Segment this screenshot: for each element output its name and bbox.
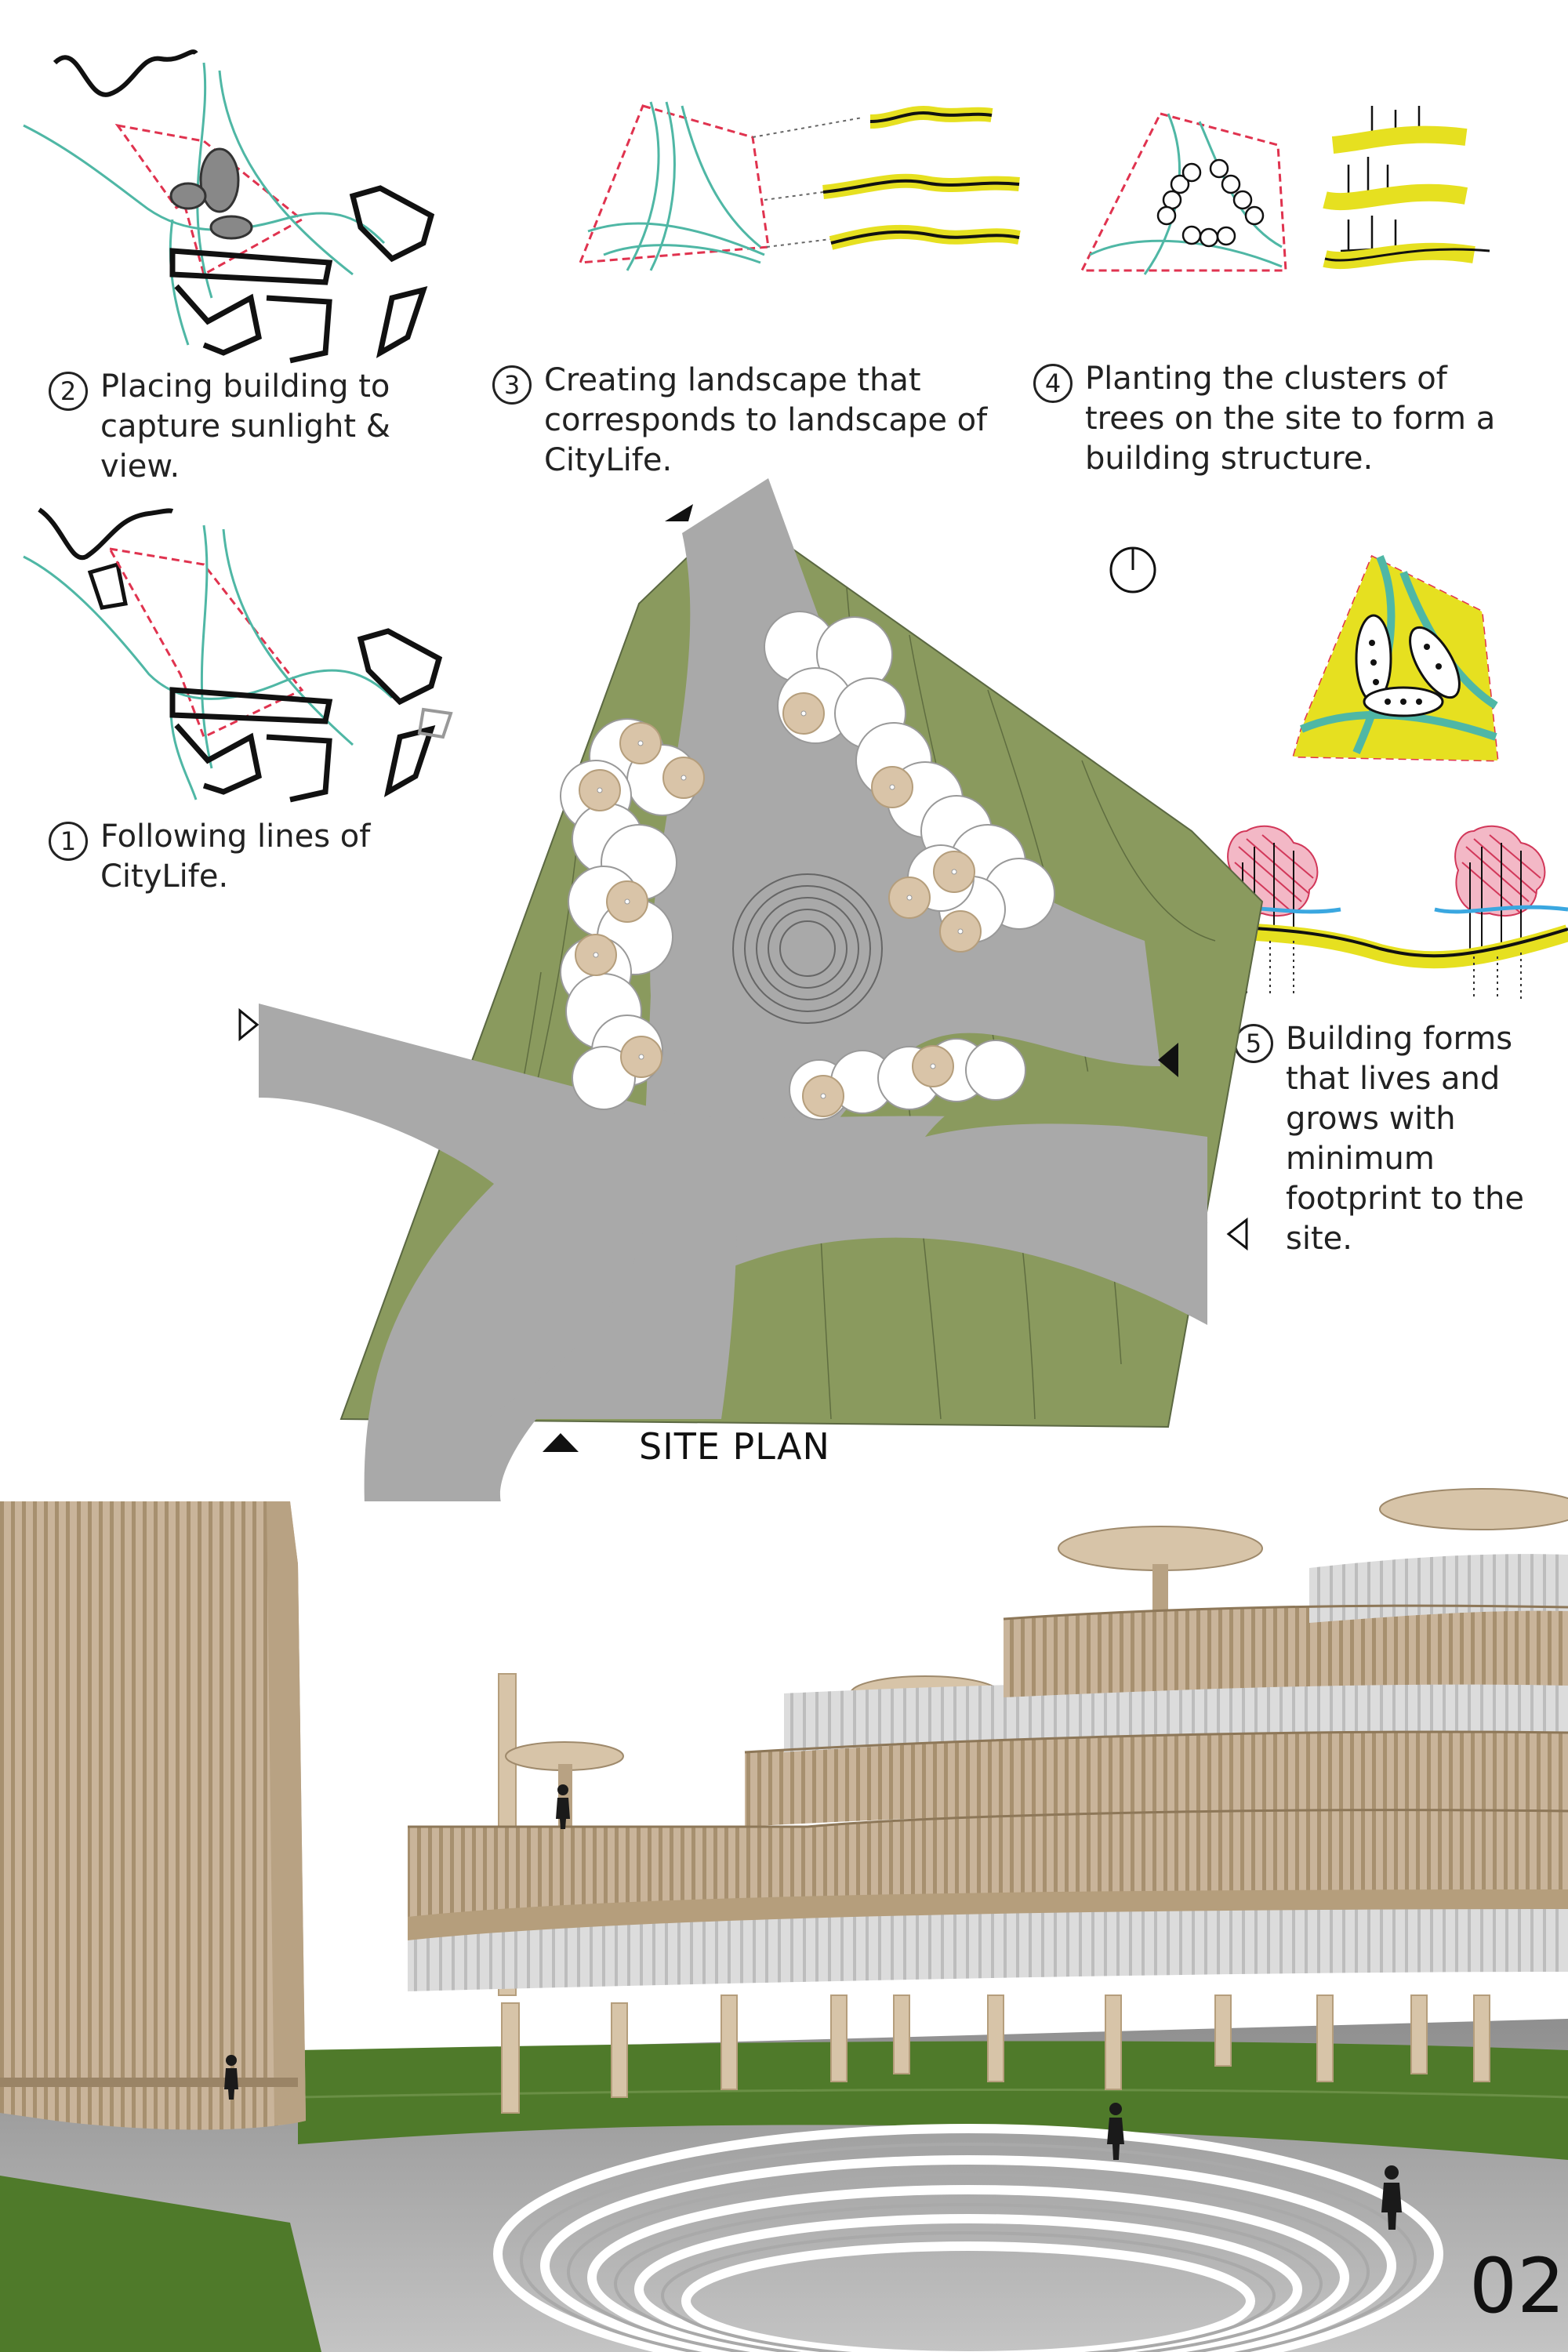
entrance-arrow-icon bbox=[1158, 1043, 1178, 1077]
sketch-tree-clusters bbox=[1080, 106, 1490, 275]
step-3-caption: 3 Creating landscape that corresponds to… bbox=[492, 361, 994, 481]
step-2-text: Placing building to capture sunlight & v… bbox=[100, 368, 390, 485]
step-number-icon: 2 bbox=[49, 372, 88, 411]
step-number-icon: 3 bbox=[492, 365, 532, 405]
perspective-render bbox=[0, 1488, 1568, 2352]
step-1-caption: 1 Following lines of CityLife. bbox=[49, 817, 394, 897]
site-plan bbox=[259, 478, 1264, 1505]
sketch-building-placement bbox=[23, 49, 435, 364]
step-3-text: Creating landscape that corresponds to l… bbox=[544, 362, 988, 478]
site-plan-path bbox=[486, 1207, 737, 1419]
step-number-icon: 4 bbox=[1033, 364, 1073, 403]
step-1-text: Following lines of CityLife. bbox=[100, 818, 371, 895]
entrance-arrow-icon bbox=[665, 504, 693, 521]
step-number-icon: 1 bbox=[49, 822, 88, 861]
sketch-landscape-lines bbox=[578, 101, 1021, 271]
site-plan-title: SITE PLAN bbox=[639, 1425, 830, 1468]
step-5-text: Building forms that lives and grows with… bbox=[1286, 1021, 1524, 1257]
step-4-caption: 4 Planting the clusters of trees on the … bbox=[1033, 359, 1519, 479]
page-number: 02 bbox=[1469, 2242, 1566, 2330]
entrance-arrow-icon bbox=[238, 1007, 260, 1042]
entrance-arrow-icon bbox=[1226, 1217, 1248, 1251]
sketch-citylife-lines bbox=[23, 507, 453, 803]
step-4-text: Planting the clusters of trees on the si… bbox=[1085, 361, 1496, 477]
step-2-caption: 2 Placing building to capture sunlight &… bbox=[49, 367, 394, 487]
sketch-site-highlight bbox=[1292, 554, 1499, 762]
step-5-caption: 5 Building forms that lives and grows wi… bbox=[1234, 1019, 1548, 1259]
entrance-arrow-icon bbox=[543, 1433, 579, 1452]
north-arrow-icon bbox=[1109, 546, 1156, 593]
